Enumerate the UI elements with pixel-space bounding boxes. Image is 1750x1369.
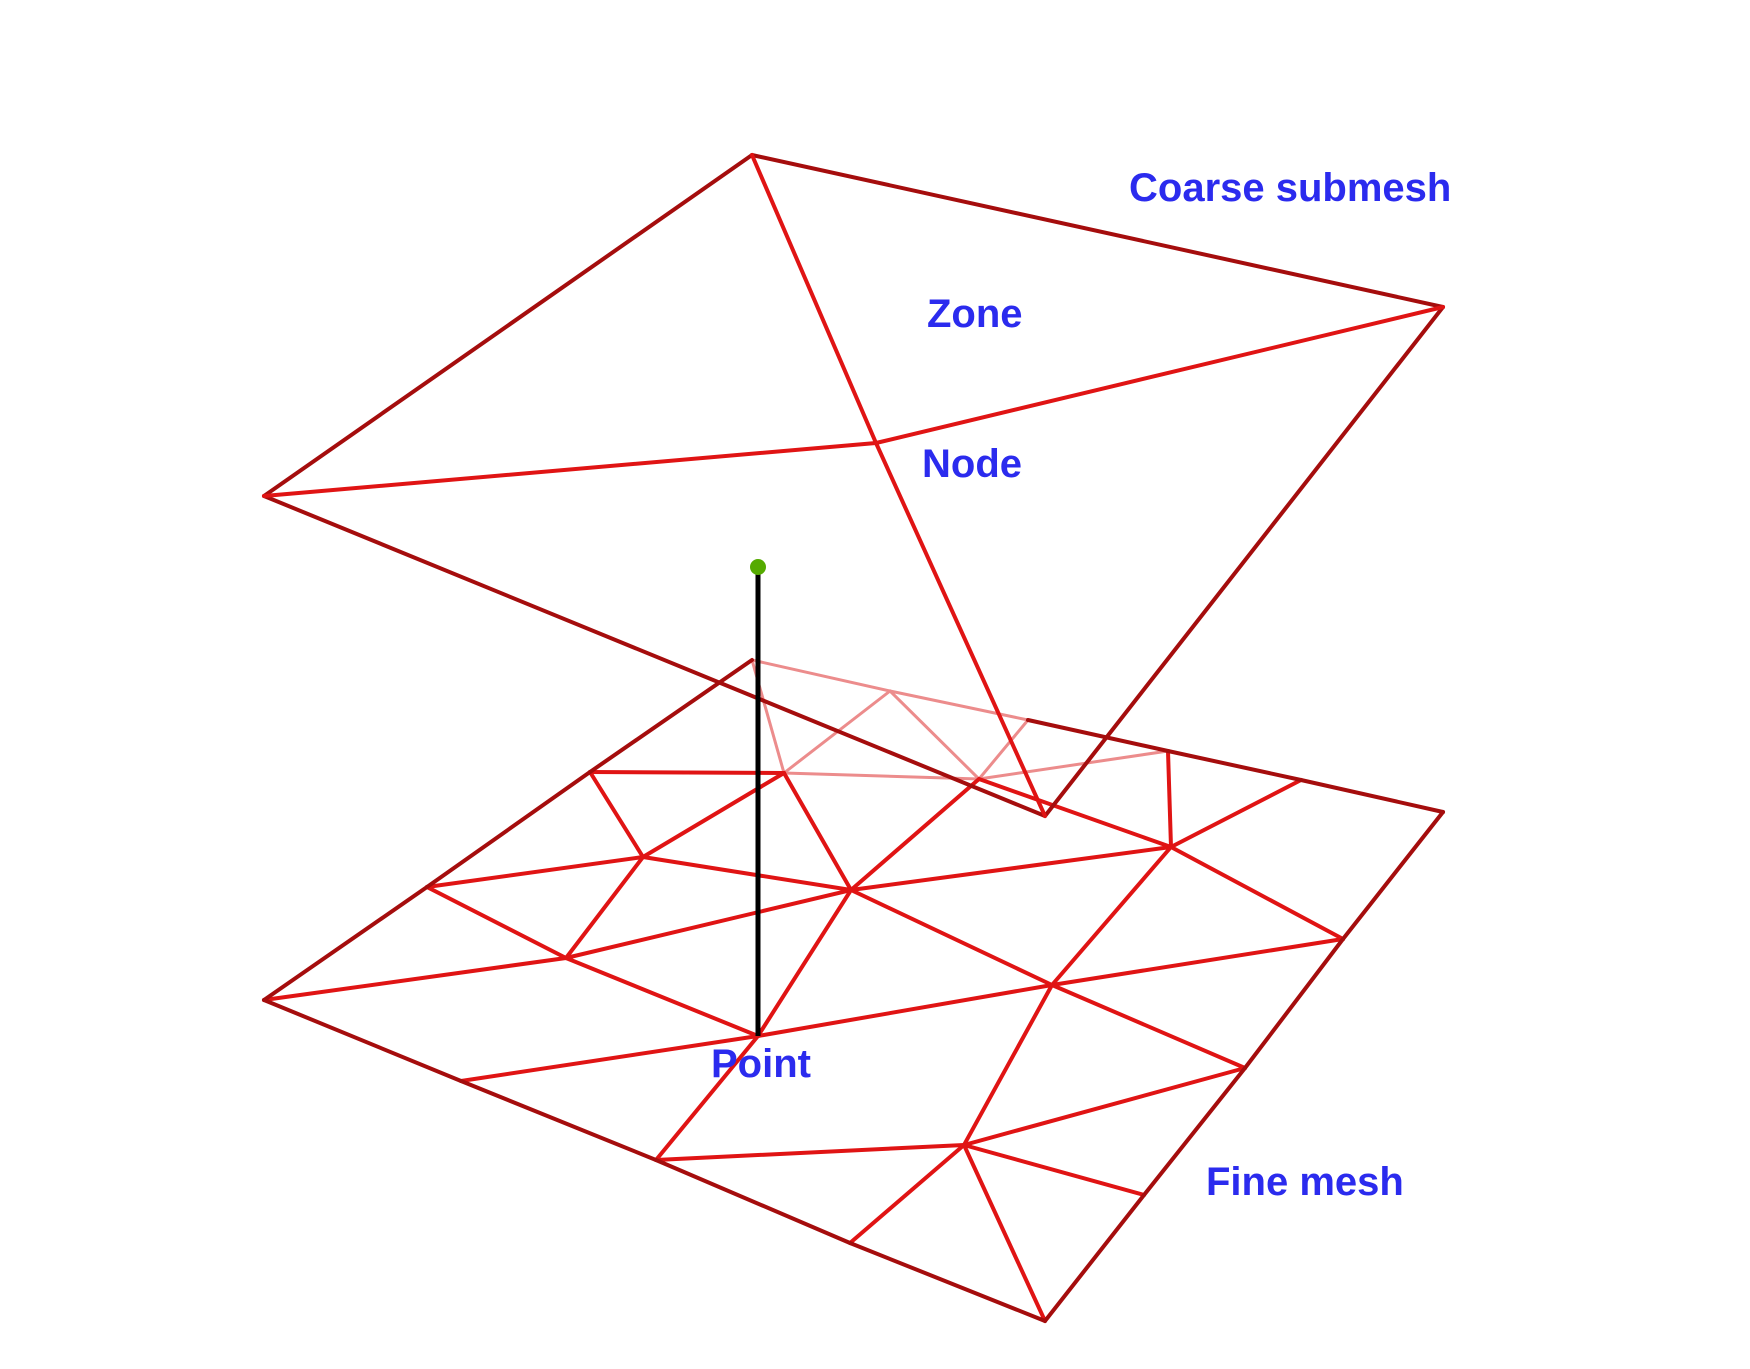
fine-mesh-edge [564,855,645,960]
fine-mesh-edge [888,689,981,781]
fine-mesh-edge [848,1143,966,1245]
coarse-mesh-edge [750,153,1445,309]
fine-mesh-edge [888,689,1030,722]
fine-mesh-edge [849,845,1173,892]
point-label: Point [711,1042,811,1086]
fine-mesh-edge [1341,810,1445,941]
fine-mesh-edge [782,771,981,781]
fine-mesh-edge [262,998,463,1083]
coarse-submesh-label: Coarse submesh [1129,166,1452,210]
zone-label: Zone [927,292,1023,336]
fine-mesh-edge [588,770,645,859]
fine-mesh-edge [1299,778,1445,814]
fine-mesh-edge [1243,937,1345,1070]
coarse-mesh-edge [874,441,1047,818]
fine-mesh-edge [654,1158,852,1245]
fine-mesh-edge [1050,937,1345,987]
fine-mesh-edge [262,956,568,1002]
fine-mesh-edge [1050,983,1247,1070]
fine-mesh-edge [262,885,429,1002]
fine-mesh-edge [848,1241,1047,1323]
fine-mesh-edge [962,1143,1047,1323]
fine-mesh-edge [756,983,1054,1038]
probe [750,559,766,1036]
coarse-mesh-edge [750,153,878,445]
node-label: Node [922,442,1022,486]
fine-mesh-edge [962,983,1054,1147]
fine-mesh-edge [977,777,1173,849]
coarse-mesh-edge [1043,305,1445,818]
coarse-mesh-edge [262,153,754,498]
coarse-mesh-edge [874,305,1445,445]
fine-mesh-edge [756,888,853,1038]
fine-mesh-edge [641,855,853,892]
fine-mesh-edge [588,770,786,775]
coarse-mesh-edge [262,441,878,498]
fine-mesh-edge [1026,718,1170,753]
fine-mesh-edge [977,749,1170,781]
fine-mesh-edge [425,855,645,889]
coarse-submesh [262,153,1445,818]
fine-mesh-edge [1142,1066,1247,1197]
fine-mesh-edge [425,770,592,889]
fine-mesh-edge [1166,749,1303,782]
fine-mesh-edge [459,1079,658,1162]
fine-mesh-edge [962,1143,1146,1197]
fine-mesh-edge [849,777,981,892]
fine-mesh-edge [1169,778,1303,849]
node-marker [750,559,766,575]
fine-mesh-edge [588,658,754,774]
fine-mesh-edge [1043,1193,1146,1323]
fine-mesh-edge [425,885,568,960]
fine-mesh-edge [849,888,1054,987]
fine-mesh-edge [1050,845,1173,987]
fine-mesh-label: Fine mesh [1206,1160,1404,1204]
fine-mesh-edge [654,1034,760,1162]
fine-mesh [262,658,1445,1323]
fine-mesh-edge [564,956,760,1038]
fine-mesh-edge [962,1066,1247,1147]
fine-mesh-edge [782,771,853,892]
fine-mesh-edge [564,888,853,960]
fine-mesh-edge [750,658,892,693]
coarse-mesh-edge [262,494,1047,818]
fine-mesh-edge [977,718,1030,781]
fine-mesh-edge [459,1034,760,1083]
fine-mesh-edge [1169,845,1345,941]
fine-mesh-edge [1166,749,1173,849]
fine-mesh-edge [654,1143,966,1162]
fine-mesh-edge [641,771,786,859]
